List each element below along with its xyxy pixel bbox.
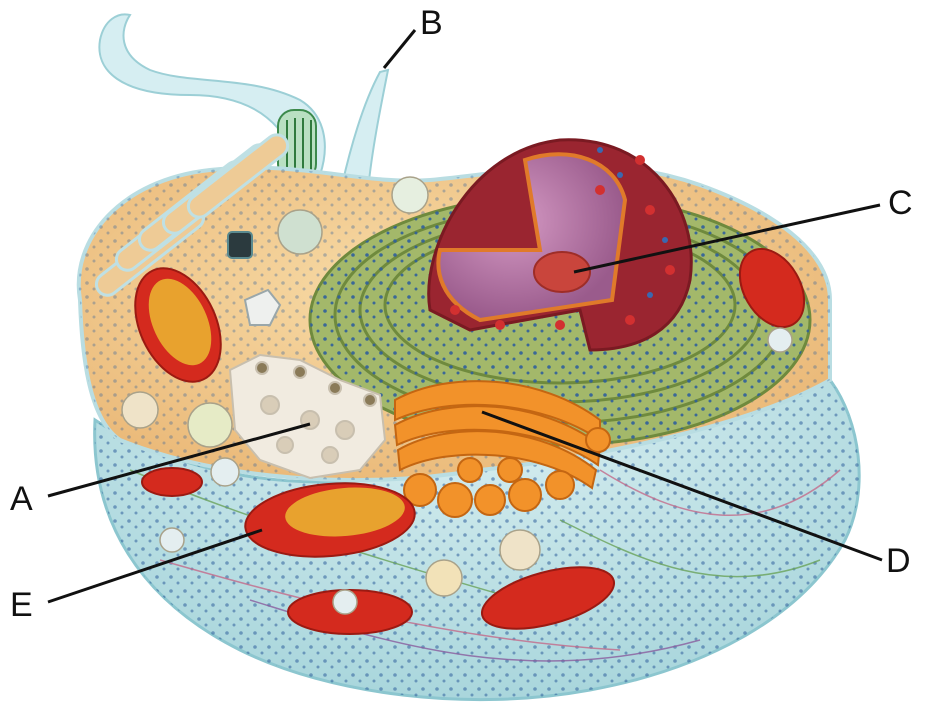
- label-e: E: [10, 588, 33, 622]
- nucleolus: [534, 252, 590, 292]
- leader-line-b: [384, 30, 415, 68]
- label-c: C: [888, 186, 913, 220]
- label-d: D: [886, 544, 911, 578]
- cilium: [342, 70, 388, 190]
- centriole: [228, 232, 252, 258]
- label-a: A: [10, 482, 33, 516]
- label-b: B: [420, 6, 443, 40]
- mitochondrion-left-edge: [142, 468, 202, 496]
